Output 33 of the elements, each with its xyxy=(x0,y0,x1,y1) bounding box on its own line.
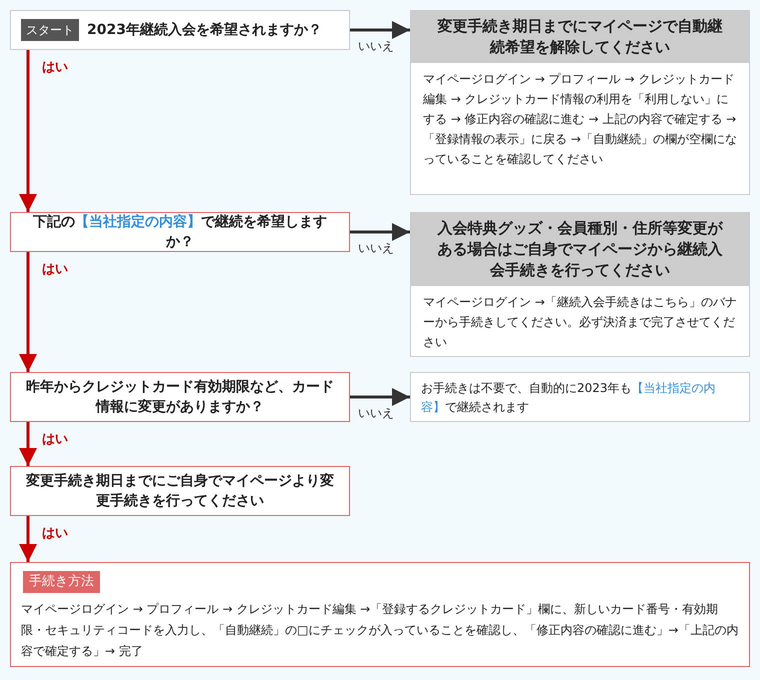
question-box xyxy=(10,10,350,50)
question-text: 下記の【当社指定の内容】で継続を希望しますか？ xyxy=(32,212,328,252)
instruction-text: マイページログイン → プロフィール → クレジットカード編集 →「登録するクレジットカード」欄に、新しいカード番号・有効期限・セキュリティコードを入力し、「自動継続」の□にチェックが入っていることを確認し、「修正内容の確認に進む」→「上記の内容で確定する」→ 完了 xyxy=(20,601,740,660)
edge-label: はい xyxy=(42,431,68,448)
arrow xyxy=(19,252,37,372)
question-text: 昨年からクレジットカード有効期限など、カード情報に変更がありますか？ xyxy=(25,378,335,417)
question-text: 変更手続き期日までにご自身でマイページより変更手続きを行ってください xyxy=(25,472,335,511)
instruction-text: マイページログイン → プロフィール → クレジットカード編集 → クレジットカード情報の利用を「利用しない」にする → 修正内容の確認に進む → 上記の内容で確定する → 「登録情報の表示」に戻る →「自動継続」の欄が空欄になっていることを確認してください xyxy=(422,71,738,168)
card-header: 入会特典グッズ・会員種別・住所等変更がある場合はご自身でマイページから継続入会手続きを行ってください xyxy=(411,213,749,286)
note-text: お手続きは不要で、自動的に2023年も【当社指定の内容】で継続されます xyxy=(420,380,717,416)
edge-label: はい xyxy=(42,59,68,76)
arrow xyxy=(350,388,410,406)
arrow xyxy=(350,223,410,241)
arrow xyxy=(19,50,37,212)
heading-badge: 手続き方法 xyxy=(23,571,100,593)
question-box xyxy=(10,466,350,516)
question-text: 2023年継続入会を希望されますか？ xyxy=(87,21,322,40)
edge-label: いいえ xyxy=(358,38,394,55)
edge-label: はい xyxy=(42,261,68,278)
method-box xyxy=(10,562,750,667)
answer-card xyxy=(410,212,750,357)
instruction-text: マイページログイン →「継続入会手続きはこちら」のバナーから手続きしてください。必ず決済まで完了させてください xyxy=(422,294,738,351)
note-box xyxy=(410,372,750,422)
start-badge: スタート xyxy=(21,19,79,41)
arrow xyxy=(19,422,37,466)
edge-label: はい xyxy=(42,525,68,542)
question-box xyxy=(10,372,350,422)
edge-label: いいえ xyxy=(358,240,394,257)
card-header: 変更手続き期日までにマイページで自動継続希望を解除してください xyxy=(411,11,749,63)
edge-label: いいえ xyxy=(358,405,394,422)
arrow xyxy=(19,516,37,562)
arrow xyxy=(350,21,410,39)
answer-card xyxy=(410,10,750,195)
